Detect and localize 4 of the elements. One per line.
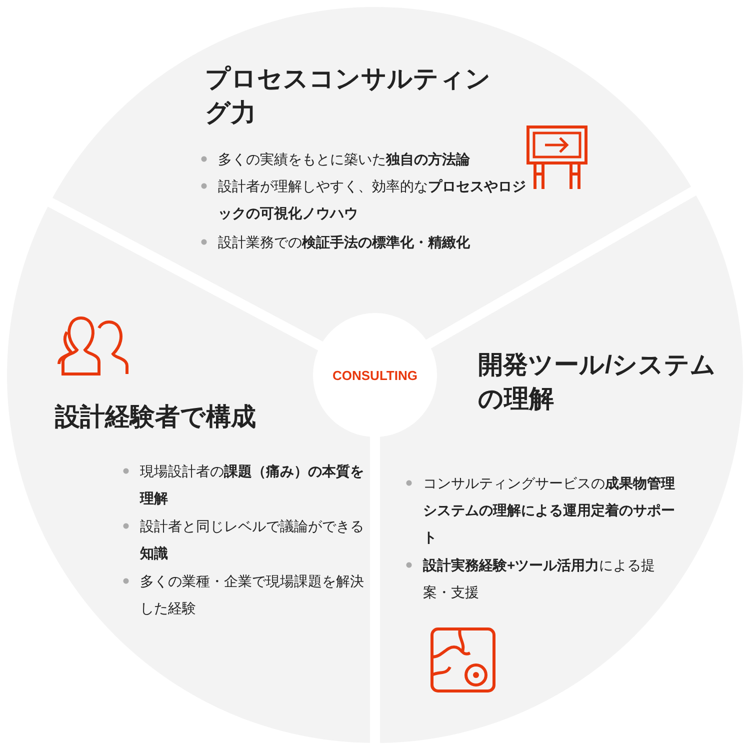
center-label: CONSULTING — [332, 368, 418, 382]
sector-heading: 設計経験者で構成 — [55, 402, 257, 433]
sector-heading: 開発ツール/システムの理解 — [478, 350, 717, 415]
sector-heading: プロセスコンサルティング力 — [205, 64, 492, 129]
